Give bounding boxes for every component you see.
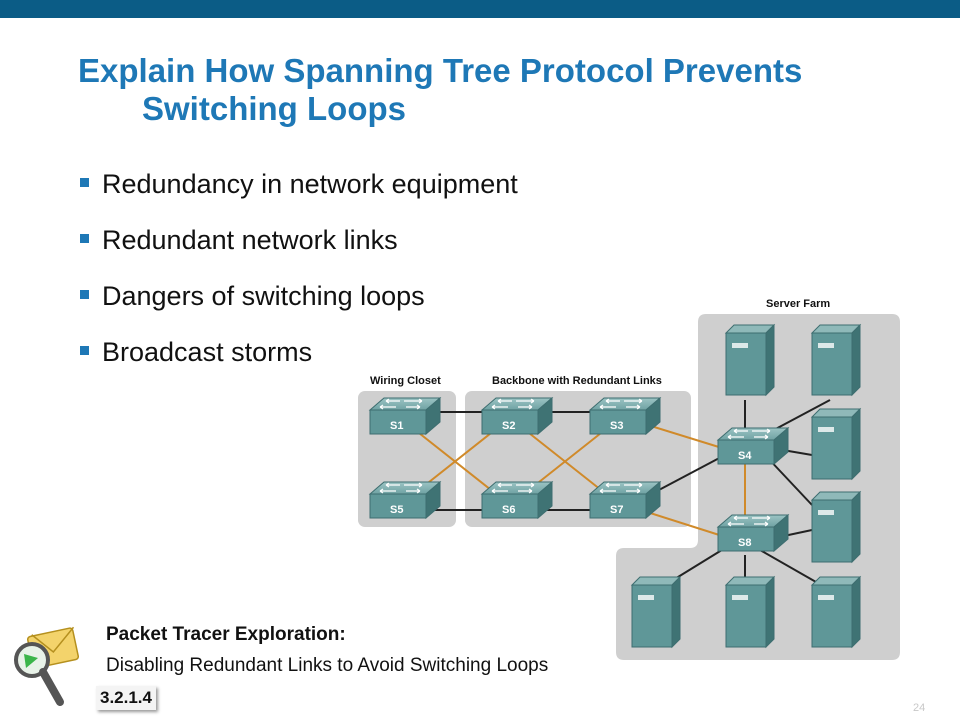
- title-line-2: Switching Loops: [142, 90, 406, 127]
- svg-text:S2: S2: [502, 420, 515, 432]
- server-icon: [725, 324, 775, 396]
- title-line-1: Explain How Spanning Tree Protocol Preve…: [78, 52, 803, 89]
- switch-s2: S2: [481, 397, 553, 435]
- server-icon: [725, 576, 775, 648]
- bullet-item: Dangers of switching loops: [78, 276, 518, 332]
- switch-s5: S5: [369, 481, 441, 519]
- server-icon: [811, 491, 861, 563]
- server-icon: [811, 576, 861, 648]
- svg-text:S1: S1: [390, 420, 403, 432]
- svg-text:S5: S5: [390, 504, 403, 516]
- wiring-closet-label: Wiring Closet: [370, 375, 441, 387]
- svg-text:S6: S6: [502, 504, 515, 516]
- packet-tracer-magnifier-icon: [14, 626, 80, 706]
- bullet-item: Broadcast storms: [78, 332, 518, 388]
- slide-title: Explain How Spanning Tree Protocol Preve…: [78, 52, 938, 128]
- page-number: 24: [913, 702, 926, 714]
- bullet-square-icon: [80, 346, 89, 355]
- svg-text:S7: S7: [610, 504, 623, 516]
- bullet-square-icon: [80, 290, 89, 299]
- switch-s7: S7: [589, 481, 661, 519]
- svg-text:S3: S3: [610, 420, 623, 432]
- bullet-list: Redundancy in network equipment Redundan…: [78, 164, 518, 388]
- switch-s4: S4: [717, 427, 789, 465]
- backbone-label: Backbone with Redundant Links: [492, 375, 662, 387]
- bullet-square-icon: [80, 178, 89, 187]
- server-farm-label: Server Farm: [766, 298, 830, 310]
- svg-text:S8: S8: [738, 537, 751, 549]
- switch-s1: S1: [369, 397, 441, 435]
- switch-s3: S3: [589, 397, 661, 435]
- activity-number: 3.2.1.4: [96, 686, 156, 710]
- bullet-item: Redundancy in network equipment: [78, 164, 518, 220]
- switch-s8: S8: [717, 514, 789, 552]
- server-icon: [811, 408, 861, 480]
- top-bar: [0, 0, 960, 18]
- server-icon: [631, 576, 681, 648]
- svg-text:S4: S4: [738, 450, 752, 462]
- packet-tracer-title: Packet Tracer Exploration:: [106, 624, 346, 645]
- bullet-square-icon: [80, 234, 89, 243]
- switch-s6: S6: [481, 481, 553, 519]
- server-icon: [811, 324, 861, 396]
- bullet-item: Redundant network links: [78, 220, 518, 276]
- packet-tracer-subtitle[interactable]: Disabling Redundant Links to Avoid Switc…: [106, 655, 549, 676]
